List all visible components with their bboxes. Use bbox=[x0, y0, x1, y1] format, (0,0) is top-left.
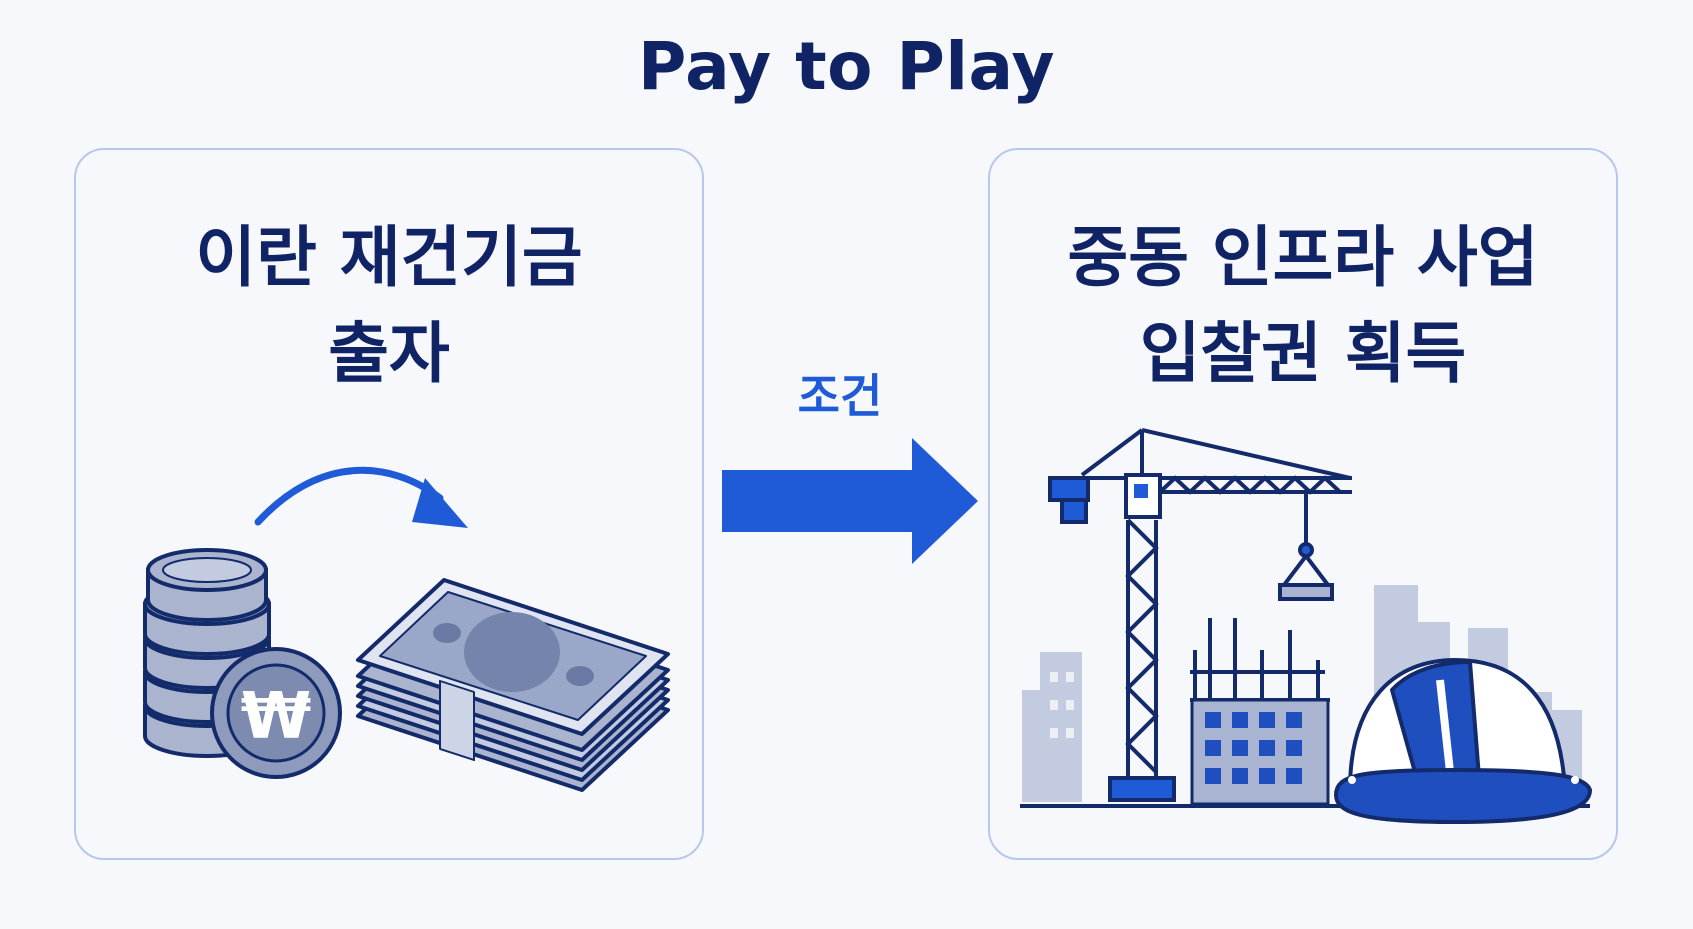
connector-label: 조건 bbox=[797, 369, 883, 423]
left-title-line1: 이란 재건기금 bbox=[195, 219, 583, 296]
hard-hat-icon bbox=[1334, 658, 1592, 824]
diagram-title: Pay to Play bbox=[637, 28, 1055, 105]
right-panel-title: 중동 인프라 사업 입찰권 획득 bbox=[990, 210, 1616, 402]
right-title-line2: 입찰권 획득 bbox=[1139, 315, 1467, 392]
crane-icon bbox=[1048, 428, 1352, 802]
left-title-line2: 출자 bbox=[328, 315, 450, 392]
right-title-line1: 중동 인프라 사업 bbox=[1067, 219, 1539, 296]
banknote-stack-icon bbox=[356, 578, 670, 792]
left-panel-title: 이란 재건기금 출자 bbox=[76, 210, 702, 402]
coin-symbol: ₩ bbox=[241, 680, 312, 754]
building-icon bbox=[1190, 618, 1330, 806]
won-coin-icon: ₩ bbox=[210, 647, 342, 779]
connector-arrow-icon bbox=[722, 438, 978, 564]
transfer-arrow-icon bbox=[254, 466, 468, 528]
